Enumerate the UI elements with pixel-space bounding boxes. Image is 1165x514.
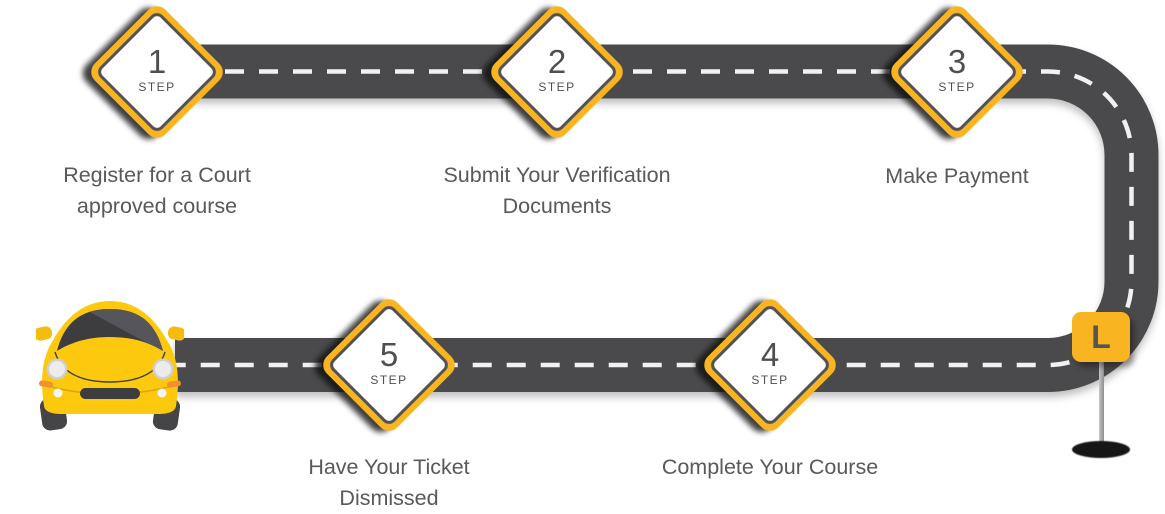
sign-label: 2 STEP <box>507 19 607 119</box>
step-caption-2: Submit Your Verification Documents <box>443 163 671 218</box>
sign-label: 5 STEP <box>339 312 439 412</box>
step-tag: STEP <box>751 372 789 387</box>
step-number: 4 <box>760 335 780 373</box>
step-number: 5 <box>379 335 399 373</box>
step-caption-4: Complete Your Course <box>661 455 879 479</box>
step-tag: STEP <box>938 79 976 94</box>
step-sign-2: 2 STEP <box>486 1 628 143</box>
l-plate-letter: L <box>1091 318 1111 355</box>
step-sign-1: 1 STEP <box>86 1 228 143</box>
step-tag: STEP <box>538 79 576 94</box>
step-sign-3: 3 STEP <box>886 1 1028 143</box>
step-number: 3 <box>947 42 967 80</box>
l-plate-icon: L <box>1072 312 1130 362</box>
l-sign-ground-shadow <box>1072 441 1130 458</box>
step-caption-5: Have Your Ticket Dismissed <box>308 455 470 510</box>
step-tag: STEP <box>370 372 408 387</box>
l-sign-pole <box>1099 358 1104 450</box>
step-caption-1: Register for a Court approved course <box>63 163 251 218</box>
sign-label: 3 STEP <box>907 19 1007 119</box>
step-tag: STEP <box>138 79 176 94</box>
step-number: 1 <box>147 42 167 80</box>
step-sign-4: 4 STEP <box>699 294 841 436</box>
step-caption-3: Make Payment <box>885 164 1029 188</box>
step-sign-5: 5 STEP <box>318 294 460 436</box>
car-icon <box>36 301 184 431</box>
sign-label: 4 STEP <box>720 312 820 412</box>
step-number: 2 <box>547 42 567 80</box>
sign-label: 1 STEP <box>107 19 207 119</box>
